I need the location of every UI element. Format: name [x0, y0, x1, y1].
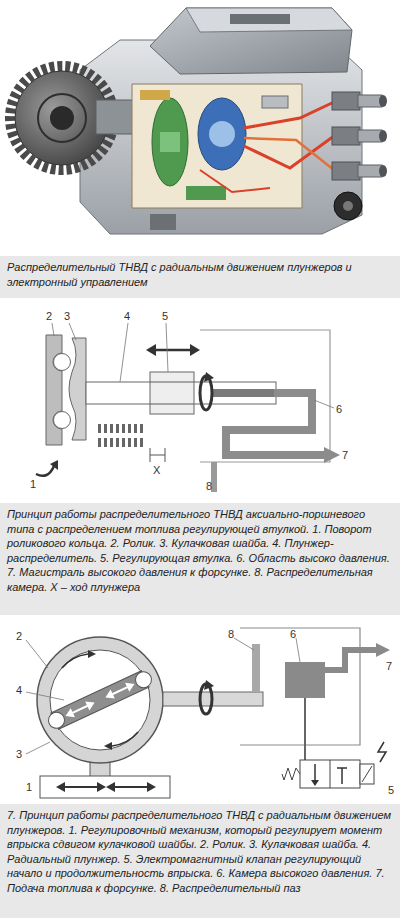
callout-number: 1	[30, 478, 36, 490]
callout-number: 3	[64, 310, 70, 322]
callout-number: 5	[388, 784, 394, 796]
callout-number: 3	[16, 748, 22, 760]
callout-number: 4	[16, 684, 22, 696]
callout-number: 7	[386, 660, 392, 672]
callout-number: 1	[26, 781, 32, 793]
callout-number: X	[153, 464, 160, 476]
callout-number: 2	[16, 630, 22, 642]
pump-cutaway	[10, 8, 387, 234]
caption-text: Распределительный ТНВД с радиальным движ…	[7, 260, 393, 289]
caption-band: 7. Принцип работы распределительного ТНВ…	[0, 804, 400, 918]
callout-number: 2	[46, 310, 52, 322]
radial-pump-scheme	[26, 628, 390, 798]
caption-text: Принцип работы распределительного ТНВД а…	[7, 507, 393, 595]
callout-number: 6	[336, 403, 342, 415]
caption-text: 7. Принцип работы распределительного ТНВ…	[7, 808, 393, 896]
callout-number: 5	[162, 310, 168, 322]
caption-band: Распределительный ТНВД с радиальным движ…	[0, 256, 400, 298]
callout-number: 8	[228, 628, 234, 640]
axial-pump-scheme	[36, 323, 340, 492]
callout-number: 6	[290, 628, 296, 640]
callout-number: 4	[124, 310, 130, 322]
callout-number: 7	[342, 449, 348, 461]
caption-band: Принцип работы распределительного ТНВД а…	[0, 503, 400, 615]
callout-number: 8	[206, 480, 212, 492]
